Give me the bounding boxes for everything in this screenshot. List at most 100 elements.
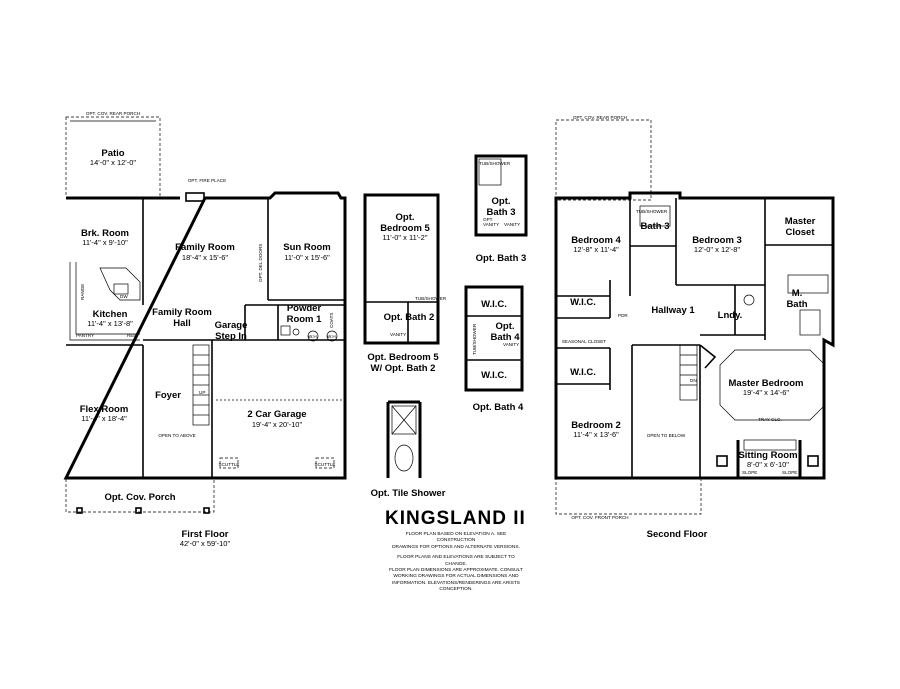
opt-bath3-vanity-2: VANITY — [504, 222, 520, 227]
fireplace — [185, 192, 205, 202]
sf-bath3-tub: TUB/SHOWER — [636, 209, 668, 214]
ref-label: REF — [127, 333, 136, 338]
tile-shower-cross-2 — [391, 405, 417, 435]
water-heater-2 — [326, 330, 338, 342]
opt-tile-shower-walls — [386, 400, 422, 478]
bedroom2-dim: 11'-4" x 13'-6" — [573, 430, 619, 439]
master-closet-line1: Master — [785, 216, 816, 227]
kitchen-counter-edge — [75, 262, 140, 335]
master-tray-ceiling — [719, 349, 826, 421]
brk-room-dim: 11'-4" x 9'-10" — [82, 238, 128, 247]
opt-bath2-label: Opt. Bath 2 — [384, 312, 435, 323]
bedroom4-name: Bedroom 4 — [571, 235, 621, 246]
slope-left: SLOPE — [742, 470, 757, 475]
second-floor-exterior-wall — [554, 191, 835, 480]
family-hall-line1: Family Room — [152, 307, 212, 318]
first-floor-caption: First Floor — [182, 529, 229, 540]
porch-column-3 — [203, 507, 210, 514]
opt-bath2-vanity: VANITY — [390, 332, 406, 337]
bath3-tub — [639, 205, 671, 227]
pdr-label: PDR — [618, 313, 628, 318]
sf-wic-2: W.I.C. — [570, 367, 596, 378]
second-floor-stairs — [679, 344, 698, 401]
bedroom2-name: Bedroom 2 — [571, 420, 621, 431]
note-line-4: FLOOR PLAN DIMENSIONS ARE APPROXIMATE. C… — [389, 568, 523, 574]
washer — [743, 294, 755, 306]
opt-bed5-name: Opt. — [396, 212, 415, 223]
kitchen-sink — [113, 283, 129, 295]
porch-column-sf-2 — [807, 455, 819, 467]
opt-bath4-tub: TUB/SHOWER — [472, 323, 477, 355]
sitting-room-slope-band — [743, 439, 797, 451]
opt-bath3-vanity-1: VANITY — [483, 222, 499, 227]
plan-notes: FLOOR PLAN BASED ON ELEVATION A. SEE CON… — [386, 532, 526, 594]
opt-bath3-line2: Bath 3 — [486, 207, 515, 218]
caption-tile-shower: Opt. Tile Shower — [371, 488, 446, 499]
sf-rear-porch-label: OPT. COV. REAR PORCH — [573, 115, 627, 120]
first-floor-size: 42'-0" x 59'-10" — [180, 539, 231, 548]
range-label: RANGE — [80, 284, 85, 300]
sitting-room-dim: 8'-0" x 6'-10" — [747, 460, 789, 469]
first-floor-plan: OPT. COV. REAR PORCH Patio 14'-0" x 12'-… — [63, 111, 347, 548]
tile-shower-stall — [391, 405, 417, 435]
opt-bath3-walls — [474, 154, 528, 237]
mbath-line2: Bath — [786, 299, 807, 310]
powder-room-line2: Room 1 — [287, 314, 323, 325]
note-line-2: DRAWINGS FOR OPTIONS AND ALTERNATE VERSI… — [392, 544, 520, 550]
mbath-line1: M. — [792, 288, 803, 299]
sf-front-porch-outline — [555, 477, 702, 515]
sun-room-name: Sun Room — [283, 242, 331, 253]
powder-sink — [292, 328, 300, 336]
patio-dim: 14'-0" x 12'-0" — [90, 158, 136, 167]
opt-bath4-vanity: VANITY — [503, 342, 519, 347]
bedroom3-dim: 12'-0" x 12'-8" — [694, 245, 740, 254]
caption-bath3: Opt. Bath 3 — [476, 253, 527, 264]
second-floor-caption: Second Floor — [647, 529, 708, 540]
opt-bath4-walls — [464, 285, 524, 392]
porch-column-1 — [76, 507, 83, 514]
master-closet-line2: Closet — [785, 227, 815, 238]
note-line-5: WORKING DRAWINGS FOR ACTUAL DIMENSIONS A… — [393, 574, 519, 580]
first-floor-stairs — [192, 344, 210, 426]
fireplace-label: OPT. FIRE PLACE — [188, 178, 226, 183]
front-porch-outline — [65, 477, 215, 513]
caption-bed5-line2: W/ Opt. Bath 2 — [371, 363, 436, 374]
ff-rear-porch-label: OPT. COV. REAR PORCH — [86, 111, 140, 116]
sun-room-dim: 11'-0" x 15'-6" — [284, 253, 330, 262]
kitchen-dim: 11'-4" x 13'-8" — [87, 319, 133, 328]
stair-dn-label: DN — [690, 378, 697, 383]
opt-bath4-line1: Opt. — [496, 321, 515, 332]
opt-bedroom5-walls — [363, 193, 440, 345]
hallway-name: Hallway 1 — [651, 305, 695, 316]
family-hall-line2: Hall — [173, 318, 190, 329]
garage-dim: 19'-4" x 20'-10" — [252, 420, 303, 429]
front-porch-label: Opt. Cov. Porch — [104, 492, 175, 503]
sf-wic-1: W.I.C. — [570, 297, 596, 308]
open-above-label: OPEN TO ABOVE — [158, 433, 195, 438]
scuttle-left: SCUTTLE — [219, 462, 240, 467]
pantry-label: PANTRY — [76, 333, 94, 338]
bedroom4-dim: 12'-8" x 11'-4" — [573, 245, 619, 254]
wh-label-2: W.H. — [327, 334, 337, 339]
sitting-room-name: Sitting Room — [738, 450, 797, 461]
scuttle-right-box — [315, 457, 335, 469]
stair-up-label: UP — [199, 390, 205, 395]
opt-bath3-tub-label: TUB/SHOWER — [479, 161, 511, 166]
master-shower — [799, 309, 821, 336]
opt-bath4-wic-1: W.I.C. — [481, 299, 507, 310]
scuttle-right: SCUTTLE — [315, 462, 336, 467]
porch-column-2 — [135, 507, 142, 514]
opt-bath3-tub — [478, 158, 502, 186]
garden-tub — [787, 274, 829, 294]
garage-step-line2: Step In — [215, 331, 247, 342]
wh-label-1: W.H. — [308, 334, 318, 339]
seasonal-closet-label: SEASONAL CLOSET — [562, 339, 606, 344]
flex-room-dim: 11'-4" x 18'-4" — [81, 414, 127, 423]
powder-room-line1: Powder — [287, 303, 322, 314]
foyer-name: Foyer — [155, 390, 181, 401]
caption-bath4: Opt. Bath 4 — [473, 402, 524, 413]
caption-bed5-line1: Opt. Bedroom 5 — [367, 352, 439, 363]
opt-bath3-opt: OPT. — [483, 217, 493, 222]
